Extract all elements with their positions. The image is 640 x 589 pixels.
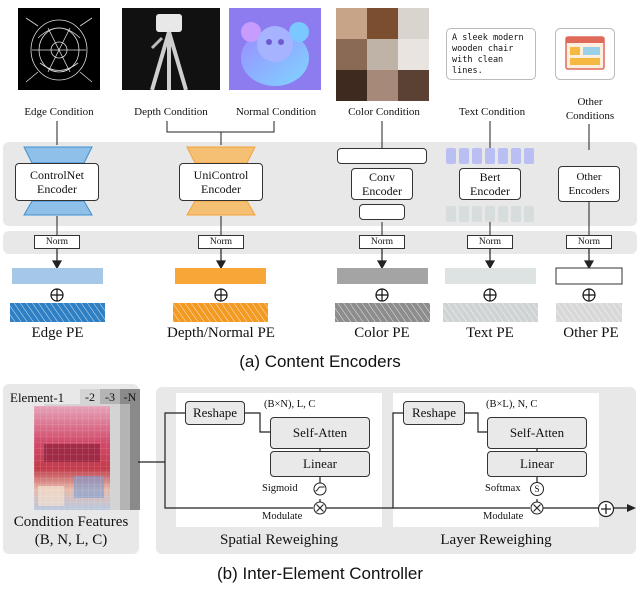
- feature-map-1: [34, 406, 110, 510]
- layer-shape-label: (B×L), N, C: [486, 399, 538, 410]
- element-n-tab: -N: [120, 389, 140, 406]
- residual-add-icon: [597, 500, 615, 518]
- controlnet-encoder-shape: [23, 146, 93, 216]
- text-pe-label: Text PE: [466, 325, 514, 341]
- conv-input-block: [337, 148, 427, 164]
- element-2-tab: -2: [80, 389, 100, 406]
- spatial-reshape-box: Reshape: [185, 401, 245, 425]
- conv-output-block: [359, 204, 405, 220]
- color-condition-image: [336, 8, 429, 101]
- content-encoders-caption: (a) Content Encoders: [239, 352, 401, 371]
- layer-softmax-label: Softmax: [485, 483, 521, 494]
- other-condition-label: Other Conditions: [565, 96, 615, 122]
- controlnet-encoder: ControlNet Encoder: [15, 163, 99, 201]
- spatial-shape-label: (B×N), L, C: [264, 399, 316, 410]
- unicontrol-encoder: UniControl Encoder: [179, 163, 263, 201]
- layer-self-atten-box: Self-Atten: [487, 417, 587, 449]
- normal-condition-image: [229, 8, 321, 90]
- text-condition-label: Text Condition: [458, 106, 526, 118]
- spatial-modulate-label: Modulate: [262, 511, 303, 522]
- sigmoid-icon: [313, 482, 327, 496]
- other-pe-label: Other PE: [563, 325, 619, 341]
- other-condition-icon: [555, 28, 615, 80]
- depth-normal-pe-label: Depth/Normal PE: [167, 325, 275, 341]
- spatial-multiply-icon: [313, 501, 327, 515]
- depth-condition-image: [122, 8, 220, 90]
- positional-embeddings: [10, 267, 623, 322]
- conv-encoder: Conv Encoder: [351, 168, 413, 200]
- bert-encoder: Bert Encoder: [459, 168, 521, 200]
- color-condition-label: Color Condition: [348, 106, 420, 118]
- norm-color: Norm: [359, 235, 405, 249]
- bert-token-blocks: [446, 148, 534, 222]
- spatial-linear-box: Linear: [270, 451, 370, 477]
- layer-reweighing-title: Layer Reweighing: [440, 532, 552, 548]
- norm-text: Norm: [467, 235, 513, 249]
- condition-features-shape: (B, N, L, C): [34, 532, 108, 548]
- layer-modulate-label: Modulate: [483, 511, 524, 522]
- layer-multiply-icon: [530, 501, 544, 515]
- depth-condition-label: Depth Condition: [134, 106, 208, 118]
- edge-pe-label: Edge PE: [31, 325, 84, 341]
- encoder-connectors: [51, 121, 595, 270]
- layer-linear-box: Linear: [487, 451, 587, 477]
- text-condition-sample: A sleek modern wooden chair with clean l…: [446, 28, 536, 80]
- norm-edge: Norm: [34, 235, 80, 249]
- norm-depth: Norm: [198, 235, 244, 249]
- controller-caption: (b) Inter-Element Controller: [217, 564, 423, 583]
- layer-reshape-box: Reshape: [403, 401, 465, 425]
- spatial-self-atten-box: Self-Atten: [270, 417, 370, 449]
- element-1-label: Element-1: [10, 390, 65, 405]
- edge-condition-label: Edge Condition: [24, 106, 94, 118]
- normal-condition-label: Normal Condition: [235, 106, 317, 118]
- spatial-reweighing-title: Spatial Reweighing: [220, 532, 338, 548]
- color-pe-label: Color PE: [354, 325, 410, 341]
- condition-features-label: Condition Features: [13, 514, 129, 530]
- softmax-icon: S: [530, 482, 544, 496]
- spatial-sigmoid-label: Sigmoid: [262, 483, 298, 494]
- other-encoders: Other Encoders: [558, 166, 620, 202]
- norm-other: Norm: [566, 235, 612, 249]
- element-3-tab: -3: [100, 389, 120, 406]
- edge-condition-image: [18, 8, 100, 90]
